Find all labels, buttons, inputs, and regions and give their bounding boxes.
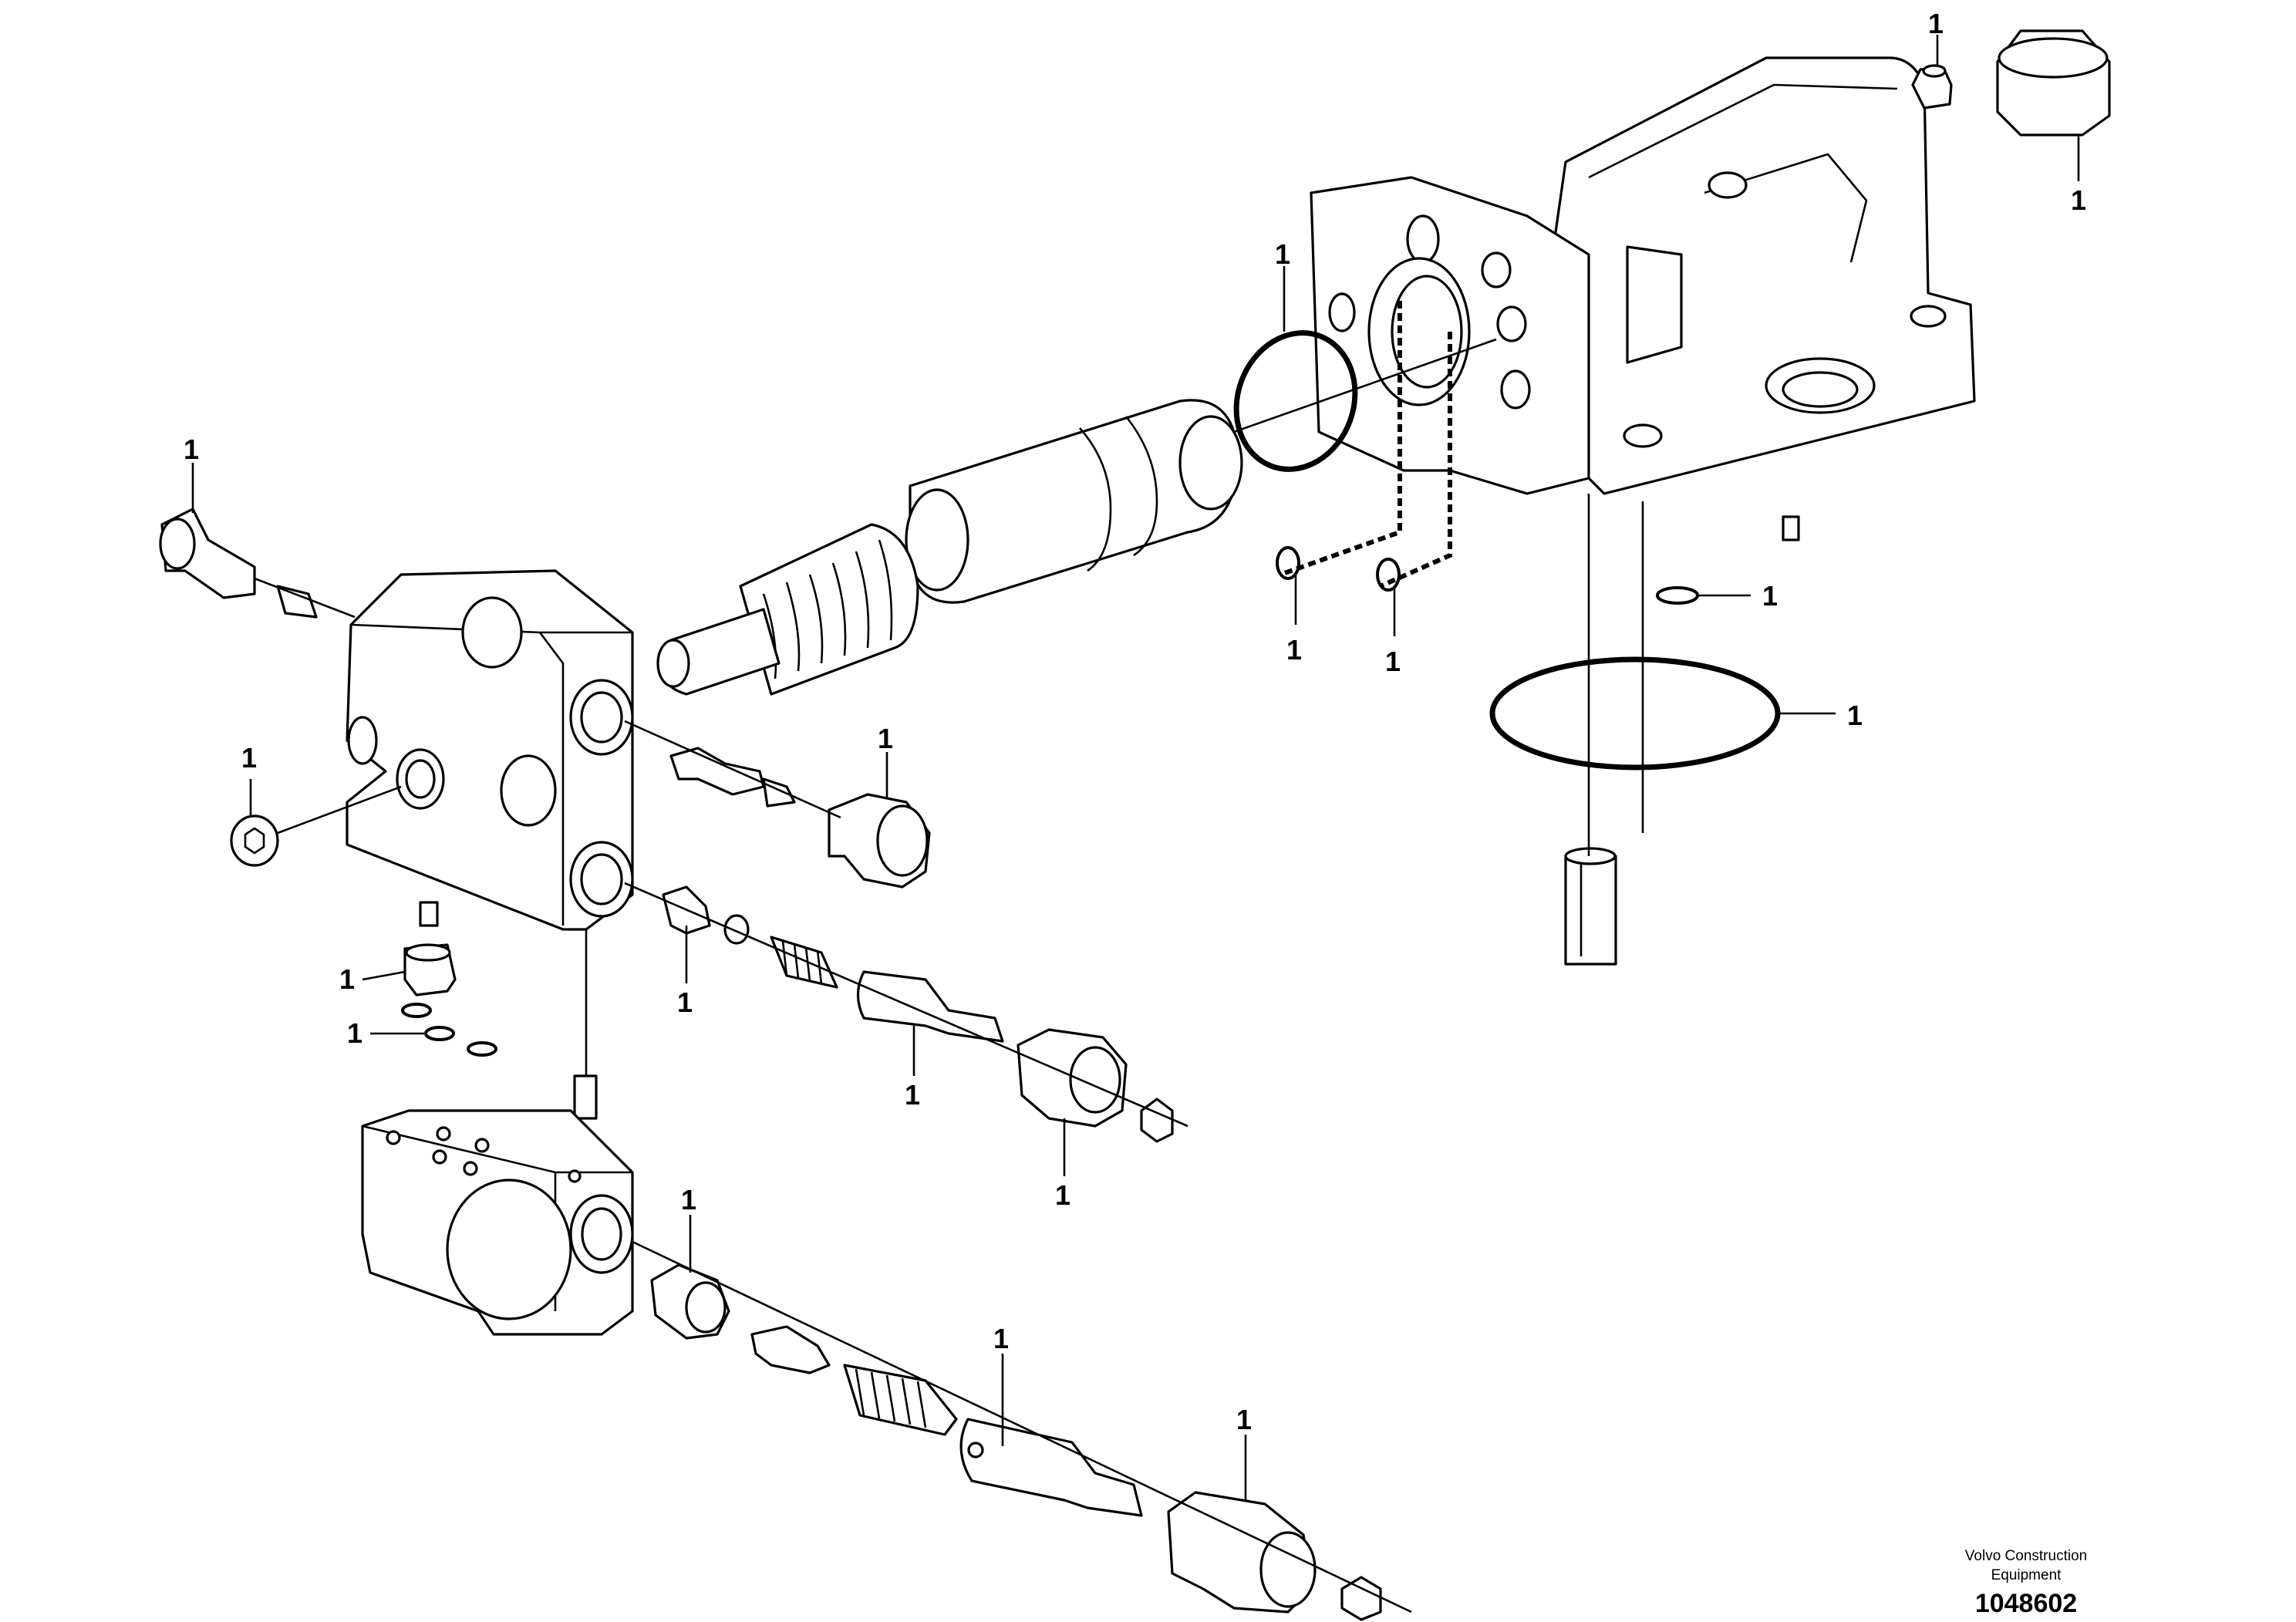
housing-small-plug [1911, 64, 1953, 110]
callout-label: 1 [878, 723, 893, 754]
large-o-ring [1489, 656, 1781, 771]
callout-label: 1 [1385, 646, 1401, 677]
lower-relief-seat [650, 1263, 730, 1340]
hidden-passage-1 [1279, 301, 1402, 577]
middle-relief-axis [624, 882, 1188, 1128]
callout-label: 1 [1286, 634, 1302, 666]
callout-label: 1 [1236, 1404, 1252, 1435]
lower-relief-axis [632, 1240, 1412, 1614]
left-screw-axis [254, 577, 356, 619]
drawing-footer: Volvo Construction Equipment 1048602 [1965, 1548, 2087, 1618]
relief-piston [856, 970, 1004, 1043]
housing-end-cap [1996, 29, 2111, 137]
bleed-screw [159, 508, 256, 599]
hidden-passage-2 [1379, 332, 1452, 588]
plug-bottom-of-block [403, 943, 457, 996]
relief-washer [723, 914, 750, 945]
small-o-rings-flange [1276, 546, 1699, 605]
callout-label: 1 [993, 1323, 1009, 1354]
dowel-pin [573, 1074, 598, 1120]
check-poppet [669, 747, 796, 808]
callout-label: 1 [1928, 8, 1944, 39]
valve-block-upper [346, 569, 634, 931]
small-cylinder-pin [419, 901, 439, 927]
callout-label: 1 [1847, 700, 1863, 731]
callout-labels: 1 1 1 1 1 1 1 1 1 1 1 1 1 1 1 1 1 1 [184, 8, 2086, 1435]
relief-spring-small [770, 936, 838, 989]
callout-label: 1 [2071, 184, 2086, 216]
small-set-spring [276, 585, 318, 619]
callout-label: 1 [681, 1184, 696, 1216]
callout-label: 1 [677, 986, 693, 1018]
relief-lock-nut [1140, 1098, 1174, 1143]
lower-spring [843, 1364, 958, 1436]
callout-label: 1 [347, 1017, 362, 1049]
callout-label: 1 [241, 742, 257, 774]
main-valve-housing [1526, 56, 1976, 541]
spool-spring [739, 523, 919, 696]
lower-piston [959, 1418, 1143, 1517]
upper-port-axis [624, 720, 841, 819]
callout-label: 1 [1275, 238, 1290, 270]
relief-cap-nut [1017, 1028, 1128, 1128]
flange-o-ring [1233, 330, 1358, 472]
callout-leaders [191, 35, 2080, 1500]
guide-pin [1564, 847, 1617, 966]
company-name-line2: Equipment [1991, 1567, 2062, 1583]
company-name-line1: Volvo Construction [1965, 1548, 2087, 1564]
small-seal-rings [401, 1003, 497, 1057]
lower-poppet [750, 1325, 831, 1374]
callout-label: 1 [1055, 1179, 1070, 1211]
valve-block-lower [361, 1109, 634, 1336]
callout-label: 1 [339, 963, 355, 995]
socket-plug-left [230, 785, 402, 867]
callout-label: 1 [1762, 580, 1778, 612]
spool-sleeve [905, 399, 1243, 604]
lower-cap-nut [1167, 1491, 1317, 1614]
spool-tip [656, 608, 781, 696]
drawing-number: 1048602 [1975, 1589, 2077, 1618]
callout-label: 1 [184, 433, 199, 465]
callout-label: 1 [905, 1079, 920, 1111]
plug-upper-right [828, 793, 931, 889]
lower-lock-nut [1340, 1576, 1382, 1621]
spool-axis-line [1233, 338, 1497, 433]
